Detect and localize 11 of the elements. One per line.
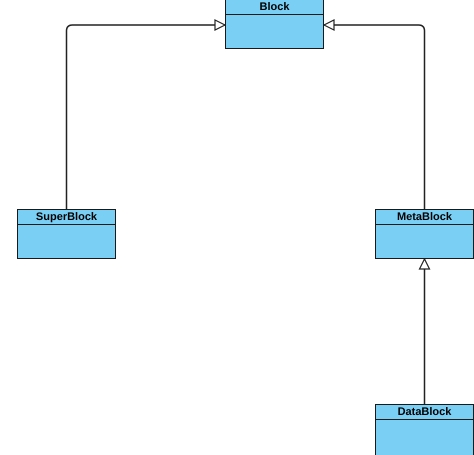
class-name: Block <box>260 1 290 13</box>
class-name: SuperBlock <box>36 211 98 223</box>
generalization-arrow <box>323 19 426 209</box>
generalization-arrow <box>418 258 430 404</box>
class-box <box>17 209 116 259</box>
class-box <box>225 0 324 49</box>
class-box <box>375 209 474 259</box>
class-box <box>375 404 474 455</box>
generalization-arrow <box>66 19 226 209</box>
class-name: MetaBlock <box>396 211 452 223</box>
class-name: DataBlock <box>398 406 452 418</box>
